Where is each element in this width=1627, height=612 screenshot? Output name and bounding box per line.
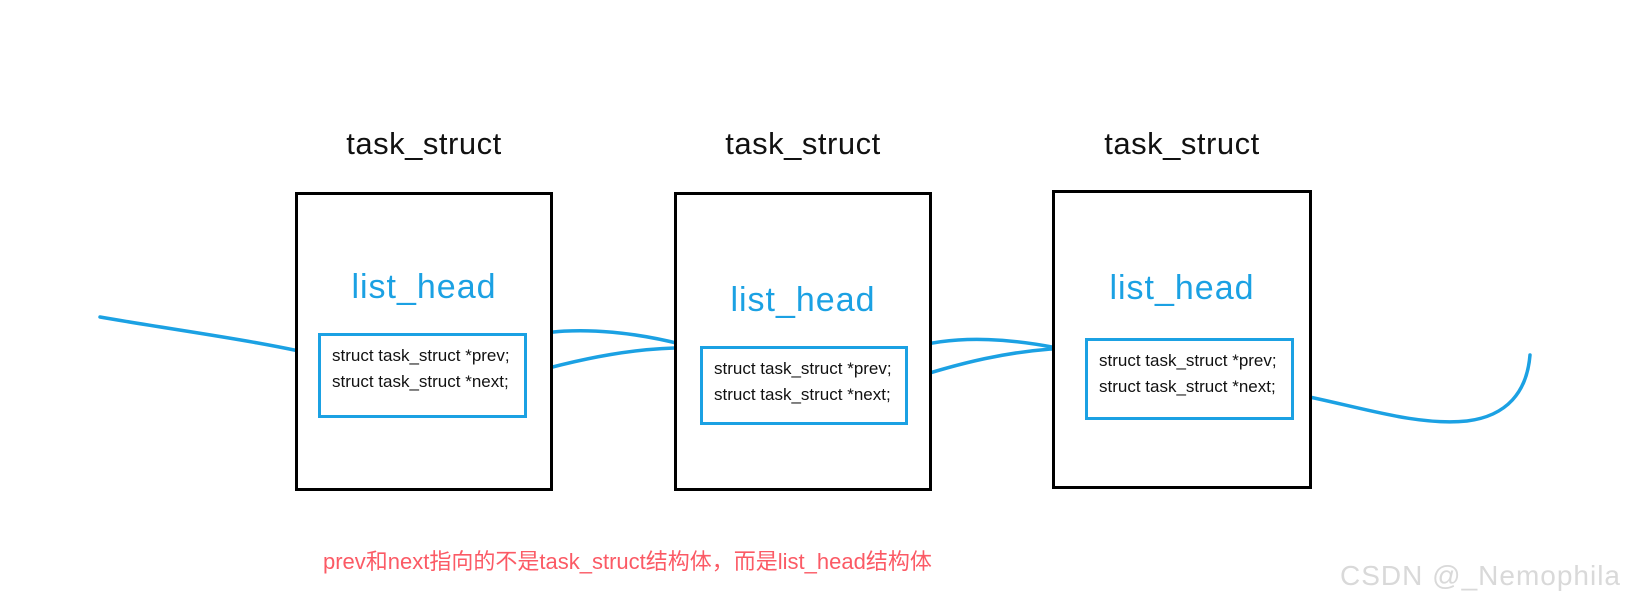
task-struct-node: list_head struct task_struct *prev; stru… [1052,190,1312,489]
field-prev: struct task_struct *prev; [1099,351,1277,370]
list-head-fields-box: struct task_struct *prev; struct task_st… [700,346,908,425]
annotation-text: prev和next指向的不是task_struct结构体，而是list_head… [323,549,932,574]
node-title: task_struct [1104,126,1260,161]
field-next: struct task_struct *next; [332,372,509,391]
task-struct-node: list_head struct task_struct *prev; stru… [674,192,932,491]
field-next: struct task_struct *next; [714,385,891,404]
watermark: CSDN @_Nemophila [1340,560,1621,591]
list-head-fields-box: struct task_struct *prev; struct task_st… [1085,338,1294,420]
node-title: task_struct [346,126,502,161]
field-next: struct task_struct *next; [1099,377,1276,396]
list-head-label: list_head [351,268,497,306]
list-head-label: list_head [730,281,876,319]
list-head-label: list_head [1109,269,1255,307]
task-struct-node: list_head struct task_struct *prev; stru… [295,192,553,491]
field-prev: struct task_struct *prev; [332,346,510,365]
list-head-fields-box: struct task_struct *prev; struct task_st… [318,333,527,418]
node-title: task_struct [725,126,881,161]
field-prev: struct task_struct *prev; [714,359,892,378]
